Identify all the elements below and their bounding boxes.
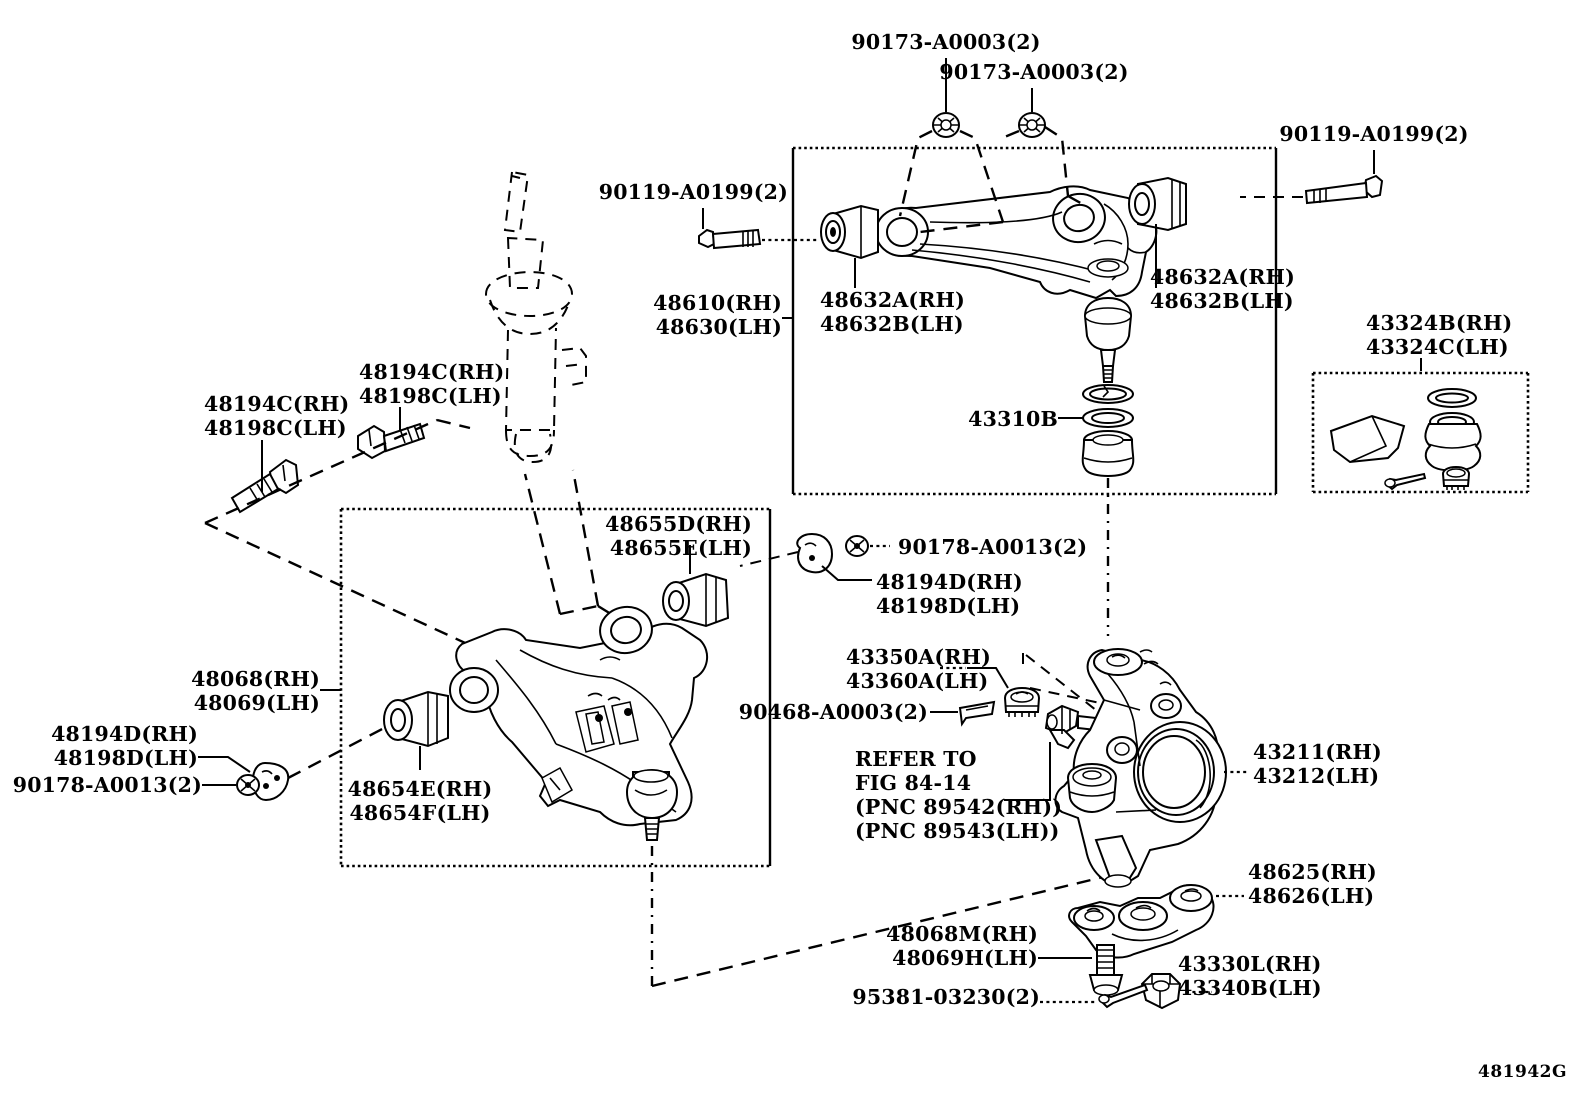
label-steering-arm: 48625(RH) 48626(LH) (1248, 860, 1377, 908)
cotter-pin (1098, 983, 1149, 1009)
bolt-lower-arm-fix (1088, 944, 1124, 996)
label-boot-kit: 43324B(RH) 43324C(LH) (1366, 311, 1513, 359)
dust-cover-sensor (1003, 686, 1041, 717)
bolt-upper-right (1240, 174, 1384, 205)
nut-upper-left (932, 112, 960, 138)
label-cam-plate-center: 48194D(RH) 48198D(LH) (876, 570, 1023, 618)
leader-dust-cover (967, 667, 1009, 689)
speed-sensor (1044, 704, 1097, 750)
boot-kit-group-box (1311, 371, 1530, 494)
upper-arm-group-box (791, 146, 1278, 496)
label-lower-bush-rear: 48655D(RH) 48655E(LH) (605, 512, 752, 560)
nut-upper-right (1018, 112, 1046, 138)
leader-refer-to-fig (1004, 742, 1051, 801)
label-bolt-upper-right: 90119-A0199(2) (1279, 122, 1469, 146)
lower-arm-to-knuckle-arm-phantom (651, 870, 1125, 988)
lower-arm-ball-joint (625, 768, 679, 841)
cam-plate-center-phantom (739, 551, 799, 567)
steering-knuckle-arm (1068, 884, 1215, 959)
label-bolt-lower: 48068M(RH) 48069H(LH) (886, 922, 1038, 970)
castle-nut (1140, 973, 1182, 1010)
label-bolt-upper-left: 90119-A0199(2) (598, 180, 788, 204)
lower-arm-bushing-rear (662, 572, 730, 628)
label-cam-bolt-outer: 48194C(RH) 48198C(LH) (204, 392, 350, 440)
label-dust-cover: 43350A(RH) 43360A(LH) (846, 645, 992, 693)
dust-cover-phantom (1022, 653, 1115, 719)
label-clip: 90468-A0003(2) (738, 700, 928, 724)
label-upper-bush-left: 48632A(RH) 48632B(LH) (820, 288, 966, 336)
figure-code: 481942G (1478, 1062, 1567, 1082)
cam-plate-to-bush-phantom (287, 724, 389, 780)
label-nut-center: 90178-A0013(2) (898, 535, 1088, 559)
bolt-upper-left (698, 228, 818, 250)
cam-bolt-inner (357, 422, 426, 460)
lower-arm-group-box (339, 507, 772, 868)
upper-arm-assembly-phantom-lines (898, 125, 1087, 234)
clip-90468 (958, 700, 996, 727)
strut-assembly (484, 170, 587, 464)
label-lower-arm: 48068(RH) 48069(LH) (191, 667, 320, 715)
label-upper-bush-right: 48632A(RH) 48632B(LH) (1150, 265, 1296, 313)
label-nut-lower-left: 90178-A0013(2) (12, 773, 202, 797)
label-lower-bush-front: 48654E(RH) 48654F(LH) (347, 777, 493, 825)
upper-control-arm (875, 185, 1158, 300)
label-dust-seal: 43310B (968, 407, 1058, 431)
label-cam-bolt-inner: 48194C(RH) 48198C(LH) (359, 360, 505, 408)
upper-arm-bushing-left (820, 204, 879, 260)
cam-bolt-outer (230, 458, 300, 514)
lower-arm-bushing-front (383, 690, 449, 748)
label-castle-nut: 43330L(RH) 43340B(LH) (1178, 952, 1322, 1000)
label-nut-upper-right: 90173-A0003(2) (939, 60, 1129, 84)
label-upper-arm: 48610(RH) 48630(LH) (653, 291, 782, 339)
label-nut-upper-left: 90173-A0003(2) (851, 30, 1041, 54)
upper-ball-joint-stack (1081, 296, 1135, 477)
nut-center (845, 535, 869, 557)
nut-lower-left (236, 774, 260, 796)
leader-cam-plate-center (821, 565, 872, 581)
leader-cam-plate-left (198, 756, 251, 773)
label-cotter-pin: 95381-03230(2) (852, 985, 1040, 1009)
label-refer-to-fig: REFER TO FIG 84-14 (PNC 89542(RH)) (PNC … (855, 747, 1063, 843)
steering-knuckle (1054, 648, 1227, 888)
upper-arm-bushing-right (1128, 176, 1187, 232)
label-cam-plate-left: 48194D(RH) 48198D(LH) (51, 722, 198, 770)
label-knuckle: 43211(RH) 43212(LH) (1253, 740, 1382, 788)
boot-kit-contents (1329, 388, 1482, 491)
cam-plate-left (251, 761, 290, 802)
cam-plate-center (796, 532, 834, 574)
